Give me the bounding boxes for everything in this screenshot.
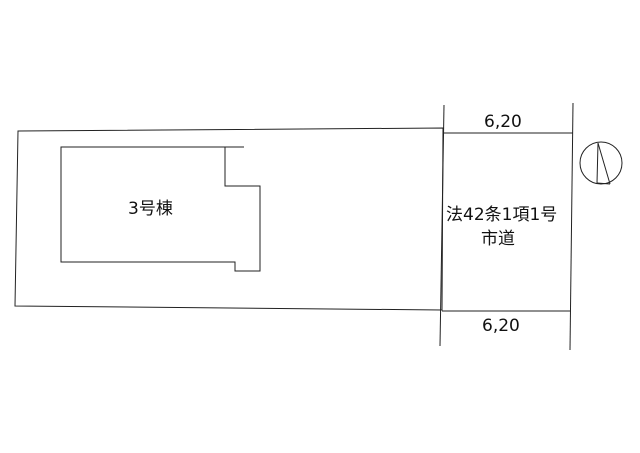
road-width-bottom-label: 6,20	[482, 316, 520, 336]
lot-outline	[14, 127, 444, 311]
road-type-label: 法42条1項1号	[446, 205, 557, 225]
building-label: 3号棟	[128, 199, 173, 219]
road-width-top-label: 6,20	[484, 112, 522, 132]
north-arrow-icon	[579, 141, 623, 185]
road-boundary-right	[569, 102, 574, 351]
building-footprint	[60, 146, 261, 272]
road-name-label: 市道	[481, 229, 515, 249]
road-boundary-left	[439, 104, 445, 347]
